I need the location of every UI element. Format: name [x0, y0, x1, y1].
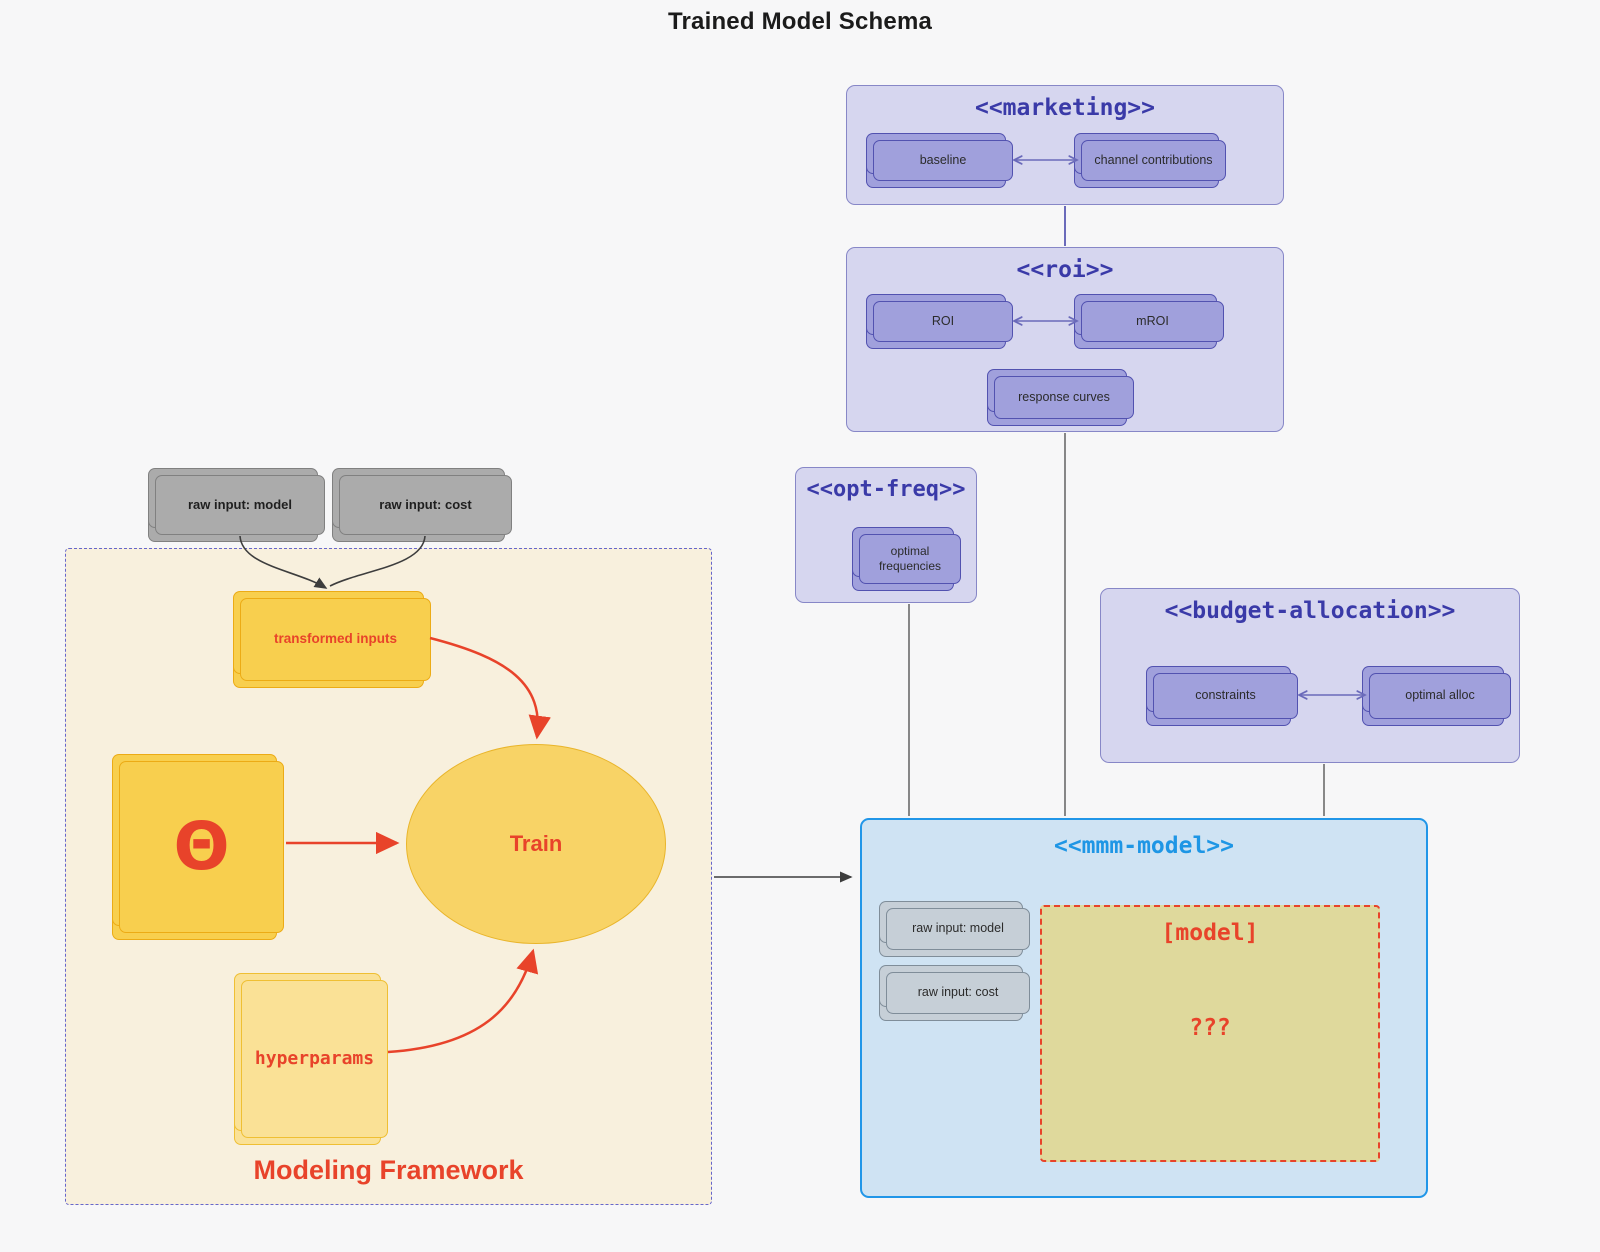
page-title: Trained Model Schema [667, 8, 933, 35]
node-train-label: Train [509, 831, 563, 856]
node-raw-input-model-mmm-label: raw input: model [912, 921, 1004, 936]
budget-allocation-title: <<budget-allocation>> [1164, 598, 1456, 624]
node-hyperparams-label: hyperparams [254, 1047, 375, 1069]
node-optimal-frequencies-label: optimal frequencies [878, 544, 942, 573]
node-constraints-label: constraints [1195, 688, 1256, 703]
node-raw-input-model-label: raw input: model [188, 496, 292, 512]
node-channel-contributions-label: channel contributions [1094, 152, 1213, 167]
node-response-curves-label: response curves [1018, 389, 1110, 404]
opt-freq-container: <<opt-freq>> optimal frequencies [795, 467, 977, 603]
node-response-curves: response curves [994, 376, 1134, 419]
node-optimal-alloc-label: optimal alloc [1405, 688, 1475, 703]
mmm-model-container: <<mmm-model>> raw input: model raw input… [860, 818, 1428, 1198]
node-raw-input-cost-mmm: raw input: cost [886, 972, 1030, 1014]
model-box-label: [model] [1161, 920, 1259, 946]
node-optimal-alloc: optimal alloc [1369, 673, 1511, 719]
roi-container: <<roi>> ROI mROI response curves [846, 247, 1284, 432]
model-placeholder-box: [model] ??? [1040, 905, 1380, 1162]
node-mroi-label: mROI [1136, 313, 1169, 328]
node-baseline-label: baseline [919, 152, 967, 167]
node-train: Train [406, 744, 666, 944]
node-roi-label: ROI [931, 313, 955, 328]
node-constraints: constraints [1153, 673, 1298, 719]
node-raw-input-cost-mmm-label: raw input: cost [917, 985, 999, 1000]
node-optimal-frequencies: optimal frequencies [859, 534, 961, 584]
node-roi: ROI [873, 301, 1013, 342]
node-raw-input-cost-label: raw input: cost [379, 496, 472, 512]
mmm-model-title: <<mmm-model>> [1053, 833, 1234, 859]
marketing-container: <<marketing>> baseline channel contribut… [846, 85, 1284, 205]
node-raw-input-cost: raw input: cost [339, 475, 512, 535]
node-transformed-inputs-label: transformed inputs [273, 631, 397, 647]
opt-freq-title: <<opt-freq>> [806, 477, 966, 502]
node-raw-input-model: raw input: model [155, 475, 325, 535]
marketing-title: <<marketing>> [974, 95, 1155, 121]
node-raw-input-model-mmm: raw input: model [886, 908, 1030, 950]
model-box-question-marks: ??? [1189, 1015, 1231, 1041]
modeling-framework-container: transformed inputs Θ Train hyperparams M… [65, 548, 712, 1205]
theta-symbol: Θ [173, 807, 230, 885]
modeling-framework-label: Modeling Framework [253, 1155, 524, 1185]
node-mroi: mROI [1081, 301, 1224, 342]
budget-allocation-container: <<budget-allocation>> constraints optima… [1100, 588, 1520, 763]
node-theta: Θ [119, 761, 284, 933]
node-hyperparams: hyperparams [241, 980, 388, 1138]
node-baseline: baseline [873, 140, 1013, 181]
node-transformed-inputs: transformed inputs [240, 598, 431, 681]
roi-title: <<roi>> [1016, 257, 1114, 283]
node-channel-contributions: channel contributions [1081, 140, 1226, 181]
